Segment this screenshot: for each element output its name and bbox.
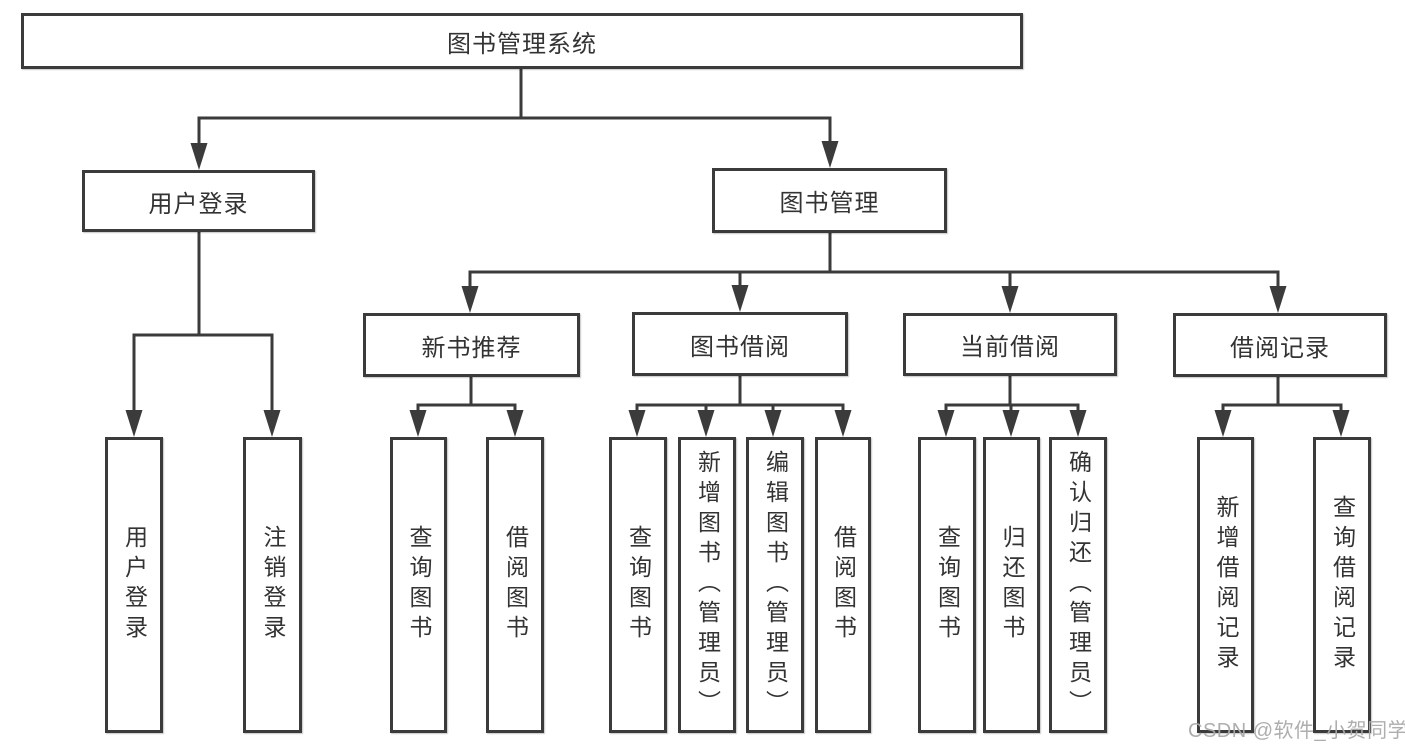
leaf-query-books-recommend: 查询图书 xyxy=(390,437,447,733)
node-user-login: 用户登录 xyxy=(82,170,315,232)
leaf-add-borrow-record-label: 新增借阅记录 xyxy=(1213,495,1239,675)
leaf-logout: 注销登录 xyxy=(243,437,302,733)
node-book-management: 图书管理 xyxy=(712,168,947,233)
leaf-borrow-books-recommend: 借阅图书 xyxy=(486,437,544,733)
node-current-borrowing-label: 当前借阅 xyxy=(960,334,1060,361)
leaf-edit-books-admin: 编辑图书（管理员） xyxy=(746,437,804,733)
leaf-return-books-label: 归还图书 xyxy=(999,525,1025,645)
node-borrowing-records: 借阅记录 xyxy=(1173,313,1387,377)
leaf-confirm-return-admin-label: 确认归还（管理员） xyxy=(1065,450,1092,720)
leaf-return-books: 归还图书 xyxy=(983,437,1040,733)
leaf-query-books-current: 查询图书 xyxy=(918,437,976,733)
leaf-borrow-books-recommend-label: 借阅图书 xyxy=(502,525,529,645)
node-new-book-recommend-label: 新书推荐 xyxy=(421,334,522,362)
node-current-borrowing: 当前借阅 xyxy=(903,313,1117,376)
leaf-user-login-label: 用户登录 xyxy=(121,525,148,645)
leaf-borrow-books-label: 借阅图书 xyxy=(830,525,857,645)
leaf-borrow-books: 借阅图书 xyxy=(815,437,871,733)
root-node-label: 图书管理系统 xyxy=(447,30,597,58)
csdn-watermark: CSDN @软件_小贺同学 xyxy=(1188,720,1405,742)
node-borrowing-records-label: 借阅记录 xyxy=(1230,334,1330,362)
leaf-query-books-current-label: 查询图书 xyxy=(934,525,961,645)
leaf-add-books-admin: 新增图书（管理员） xyxy=(678,437,736,733)
leaf-query-books-borrowing: 查询图书 xyxy=(609,437,667,733)
node-book-borrowing-label: 图书借阅 xyxy=(690,333,790,361)
node-user-login-label: 用户登录 xyxy=(148,190,249,218)
leaf-confirm-return-admin: 确认归还（管理员） xyxy=(1049,437,1107,733)
node-new-book-recommend: 新书推荐 xyxy=(363,313,580,377)
root-node: 图书管理系统 xyxy=(21,13,1023,69)
node-book-borrowing: 图书借阅 xyxy=(632,312,848,376)
leaf-query-books-recommend-label: 查询图书 xyxy=(406,525,432,645)
leaf-user-login: 用户登录 xyxy=(105,437,163,733)
leaf-query-borrow-record-label: 查询借阅记录 xyxy=(1329,495,1356,675)
leaf-query-books-borrowing-label: 查询图书 xyxy=(625,525,652,645)
leaf-edit-books-admin-label: 编辑图书（管理员） xyxy=(762,450,789,720)
leaf-add-borrow-record: 新增借阅记录 xyxy=(1197,437,1254,733)
node-book-management-label: 图书管理 xyxy=(779,190,880,217)
leaf-logout-label: 注销登录 xyxy=(260,525,286,645)
leaf-query-borrow-record: 查询借阅记录 xyxy=(1313,437,1371,733)
leaf-add-books-admin-label: 新增图书（管理员） xyxy=(694,450,721,720)
